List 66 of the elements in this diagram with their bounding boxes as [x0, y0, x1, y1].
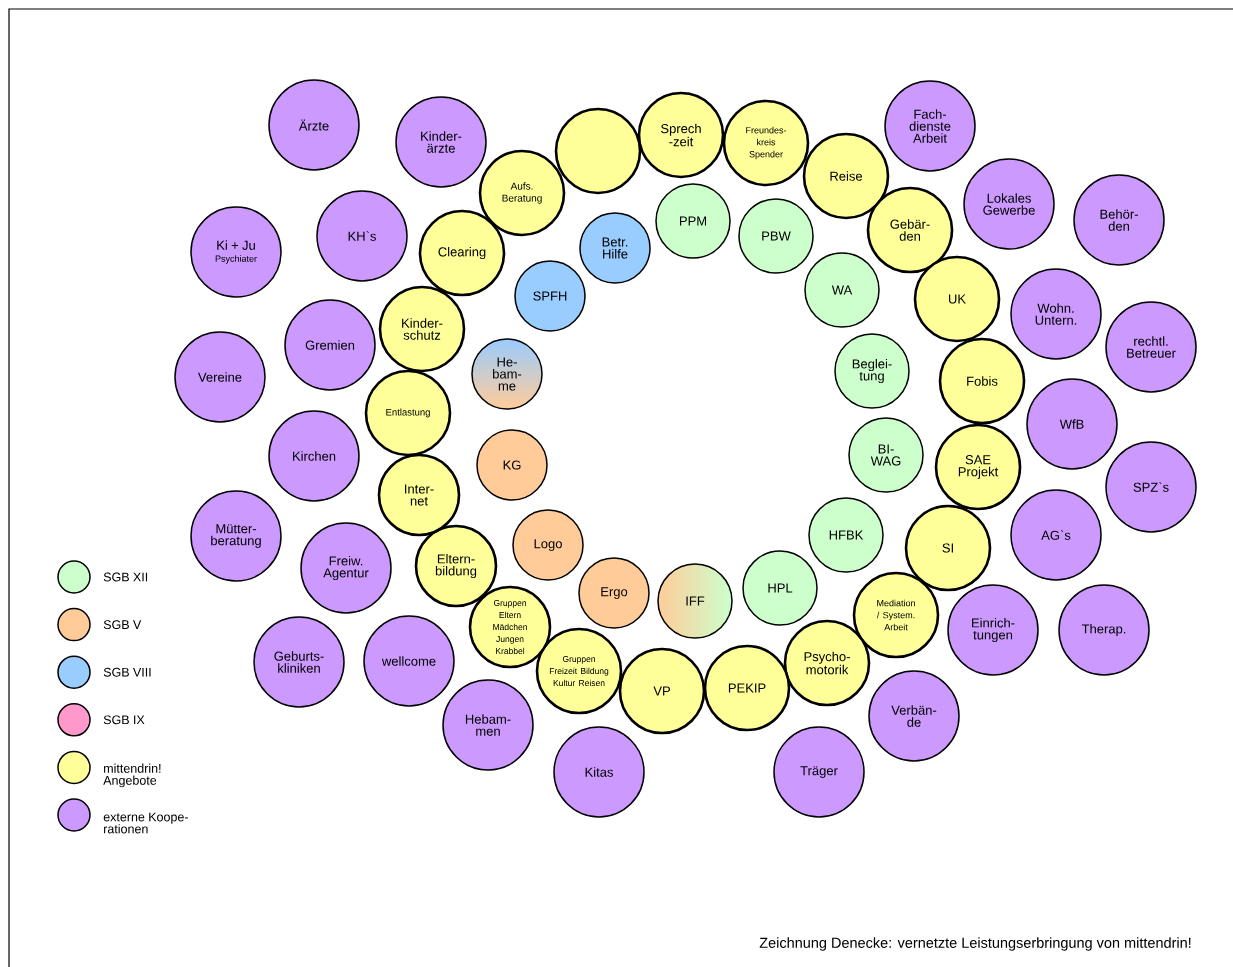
- circle-node: Träger: [773, 726, 865, 818]
- circle-node: BI- WAG: [848, 417, 924, 493]
- circle-node: [554, 107, 642, 195]
- circle-node: UK: [913, 255, 1001, 343]
- circle-node: Freiw. Agentur: [300, 522, 392, 614]
- circle-node: Kirchen: [268, 410, 360, 502]
- legend-label: externe Koope- rationen: [103, 812, 188, 834]
- caption: Zeichnung Denecke: vernetzte Leistungserbringung von mittendrin!: [759, 937, 1191, 951]
- circle-node: Mediation / System. Arbeit: [852, 571, 940, 659]
- circle-node: Psycho- motorik: [783, 619, 871, 707]
- circle-node: Aufs. Beratung: [478, 149, 566, 237]
- circle-node: SPFH: [514, 260, 586, 332]
- circle-node: WfB: [1026, 378, 1118, 470]
- legend-label: mittendrin! Angebote: [103, 763, 161, 788]
- circle-node: Fach- dienste Arbeit: [884, 80, 976, 172]
- circle-node: SI: [904, 504, 992, 592]
- circle-node: HPL: [742, 550, 818, 626]
- circle-node: VP: [618, 647, 706, 735]
- circle-node: Einrich- tungen: [947, 584, 1039, 676]
- circle-node: Vereine: [174, 331, 266, 423]
- circle-node: Kinder- ärzte: [395, 96, 487, 188]
- circle-node: Mütter- beratung: [190, 490, 282, 582]
- circle-node: Hebam- men: [442, 679, 534, 771]
- circle-node: Ärzte: [268, 79, 360, 171]
- circle-node: Entlastung: [364, 369, 452, 457]
- circle-node: PPM: [655, 183, 731, 259]
- circle-node: KG: [476, 429, 548, 501]
- circle-node: Geburts- kliniken: [253, 616, 345, 708]
- circle-node: Betr. Hilfe: [579, 212, 651, 284]
- circle-node: Verbän- de: [868, 670, 960, 762]
- circle-node: Gremien: [284, 299, 376, 391]
- circle-node: Sprech -zeit: [637, 91, 725, 179]
- circle-node: Freundes- kreis Spender: [722, 99, 810, 187]
- circle-node: Therap.: [1058, 584, 1150, 676]
- circle-node: Behör- den: [1073, 174, 1165, 266]
- circle-node: Clearing: [418, 209, 506, 297]
- circle-node: Fobis: [938, 337, 1026, 425]
- circle-node: Lokales Gewerbe: [963, 158, 1055, 250]
- circle-node: Inter- net: [377, 453, 461, 537]
- circle-node: Beglei- tung: [834, 333, 910, 409]
- circle-node: Logo: [512, 509, 584, 581]
- circle-node: SAE Projekt: [934, 423, 1022, 511]
- circle-node: Ki + Ju Psychiater: [190, 206, 282, 298]
- circle-node: Reise: [802, 132, 890, 220]
- circle-node: KH`s: [316, 190, 408, 282]
- legend-label: SGB IX: [103, 715, 145, 725]
- circle-node: WA: [804, 252, 880, 328]
- circle-node: AG`s: [1010, 489, 1102, 581]
- circle-node: PBW: [738, 198, 814, 274]
- circle-node: Gebär- den: [866, 186, 954, 274]
- circle-node: PEKIP: [703, 644, 791, 732]
- legend-label: SGB XII: [103, 572, 148, 582]
- circle-node: HFBK: [808, 497, 884, 573]
- circle-node: Kitas: [553, 726, 645, 818]
- circle-node: Ergo: [578, 557, 650, 629]
- circle-node: rechtl. Betreuer: [1105, 301, 1197, 393]
- circle-node: Kinder- schutz: [378, 285, 466, 373]
- circle-node: IFF: [657, 563, 733, 639]
- circle-node: SPZ`s: [1105, 441, 1197, 533]
- legend-label: SGB V: [103, 620, 142, 630]
- legend-label: SGB VIII: [103, 667, 151, 677]
- circle-node: Wohn. Untern.: [1010, 268, 1102, 360]
- circle-node: He- bam- me: [471, 338, 543, 410]
- circle-node: Gruppen Freizeit Bildung Kultur Reisen: [535, 627, 623, 715]
- circle-node: wellcome: [363, 615, 455, 707]
- circle-node: Gruppen Eltern Mädchen Jungen Krabbel: [468, 585, 552, 669]
